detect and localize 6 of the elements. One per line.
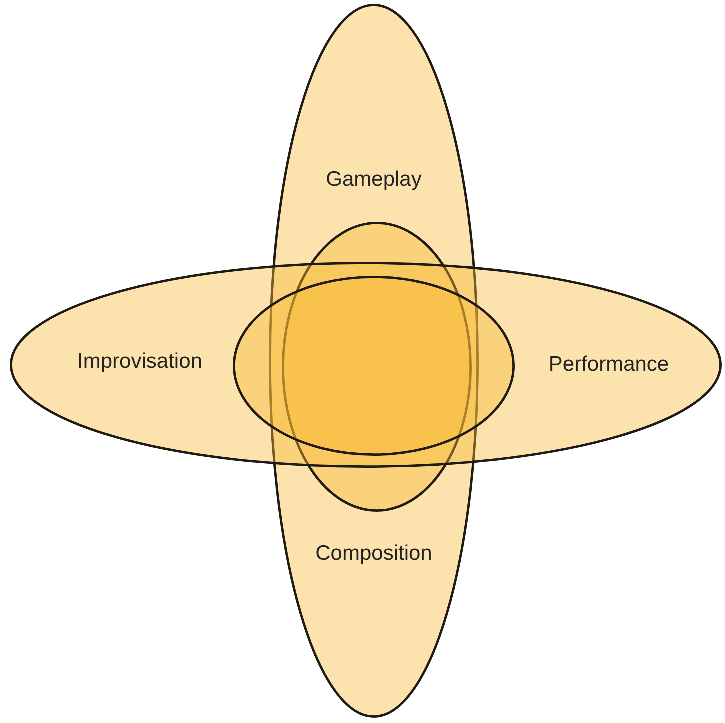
- venn-ellipse: [233, 276, 515, 456]
- region-label: Composition: [316, 542, 432, 566]
- region-label: Improvisation: [78, 350, 202, 374]
- region-label: Performance: [548, 353, 670, 377]
- venn-ellipse: [10, 262, 722, 468]
- region-label: Gameplay: [326, 168, 422, 192]
